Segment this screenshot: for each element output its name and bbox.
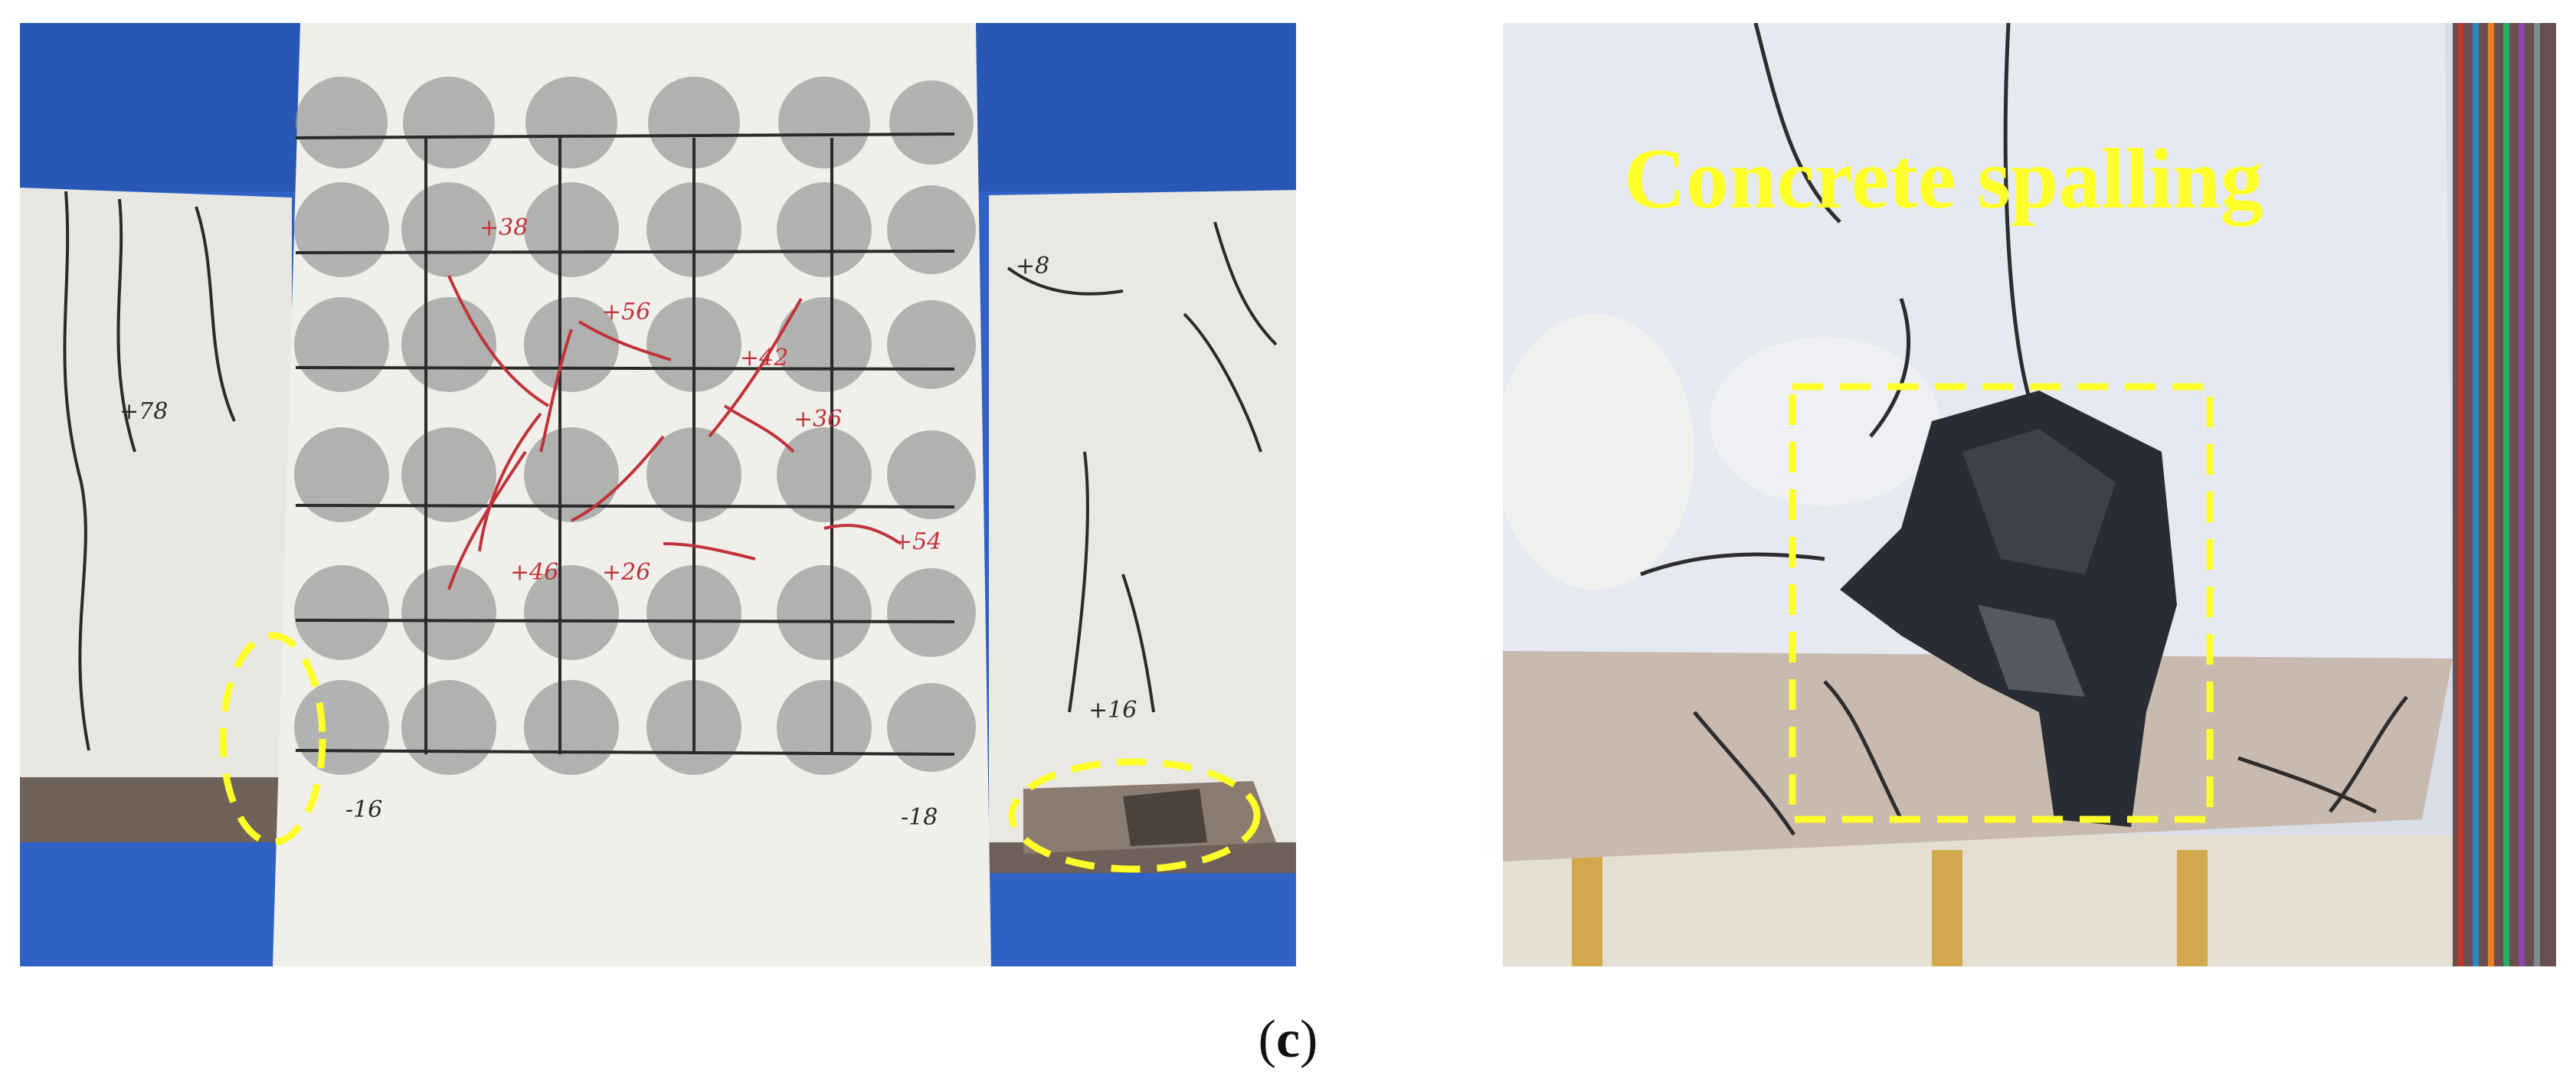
red-crack-marks (447, 275, 902, 590)
caption-letter: c (1275, 1010, 1301, 1069)
marker-grid (295, 132, 955, 756)
beam-crack-marks (63, 191, 1278, 751)
crack-highlight-right (1008, 758, 1261, 873)
caption-open-paren: ( (1258, 1010, 1276, 1069)
right-specimen-photo: Concrete spalling (1503, 23, 2556, 966)
concrete-spalling-label: Concrete spalling (1624, 132, 2263, 227)
spalling-cracks (1640, 23, 2408, 836)
caption-close-paren: ) (1300, 1010, 1318, 1069)
figure-caption: (c) (0, 1009, 2576, 1071)
crack-highlight-left (219, 632, 326, 846)
left-specimen-photo (20, 23, 1296, 966)
spalling-highlight-box (1789, 383, 2214, 823)
